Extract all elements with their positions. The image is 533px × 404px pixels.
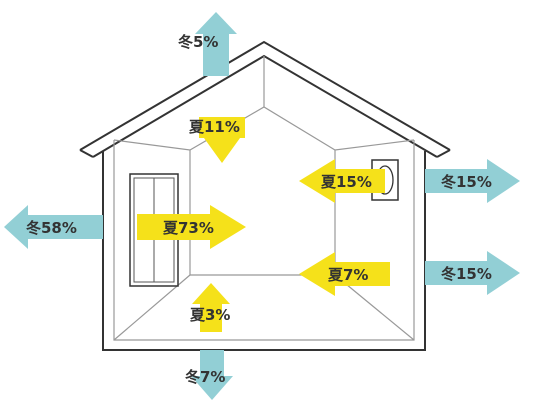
label-winter-floor: 冬7% [185, 368, 225, 386]
label-summer-roof: 夏11% [188, 118, 240, 136]
label-summer-wall: 夏7% [327, 266, 368, 284]
label-winter-left-wall: 冬58% [26, 219, 77, 237]
label-winter-right-window: 冬15% [441, 173, 492, 191]
summer-window-arrow [137, 205, 246, 249]
label-summer-window: 夏73% [162, 219, 214, 237]
winter-left-wall-arrow [4, 205, 103, 249]
winter-floor-arrow [191, 350, 233, 400]
right-eave-cap [436, 149, 451, 158]
house-walls [102, 151, 426, 351]
summer-roof-arrow [199, 96, 245, 163]
label-winter-roof: 冬5% [178, 33, 218, 51]
winter-right-wall-arrow [425, 251, 520, 295]
label-summer-vent: 夏15% [320, 173, 372, 191]
summer-wall-arrow [299, 252, 390, 296]
roof-inner-outline [92, 54, 438, 158]
summer-floor-arrow [192, 283, 230, 332]
label-winter-right-wall: 冬15% [441, 265, 492, 283]
summer-vent-arrow [299, 159, 385, 203]
label-summer-floor: 夏3% [189, 306, 230, 324]
winter-roof-arrow [195, 12, 237, 76]
left-eave-cap [79, 149, 94, 158]
roof-outline [79, 40, 451, 151]
winter-right-window-arrow [425, 159, 520, 203]
